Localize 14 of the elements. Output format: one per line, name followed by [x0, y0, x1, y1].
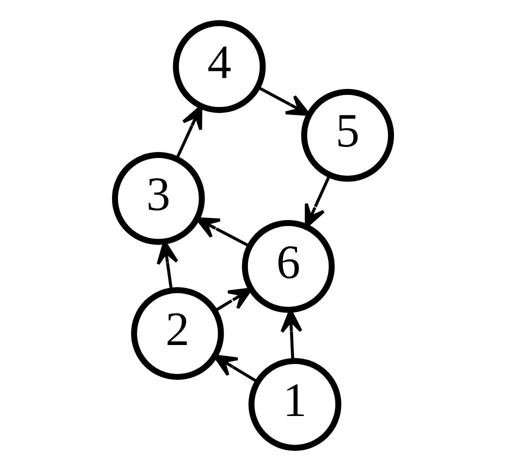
arrow: [214, 287, 252, 312]
arrow: [156, 240, 178, 290]
node-circle: 3: [112, 152, 205, 244]
node-circle: 2: [131, 286, 224, 380]
node-circle: 4: [172, 20, 266, 113]
arrow: [195, 216, 250, 247]
arrow: [304, 174, 331, 228]
arrow: [280, 308, 302, 360]
node-circle: 5: [301, 88, 394, 182]
arrow: [258, 86, 310, 116]
arrow: [176, 104, 202, 158]
node-circle: 1: [248, 357, 342, 450]
arrow: [213, 354, 258, 382]
node-circle: 6: [242, 220, 335, 312]
